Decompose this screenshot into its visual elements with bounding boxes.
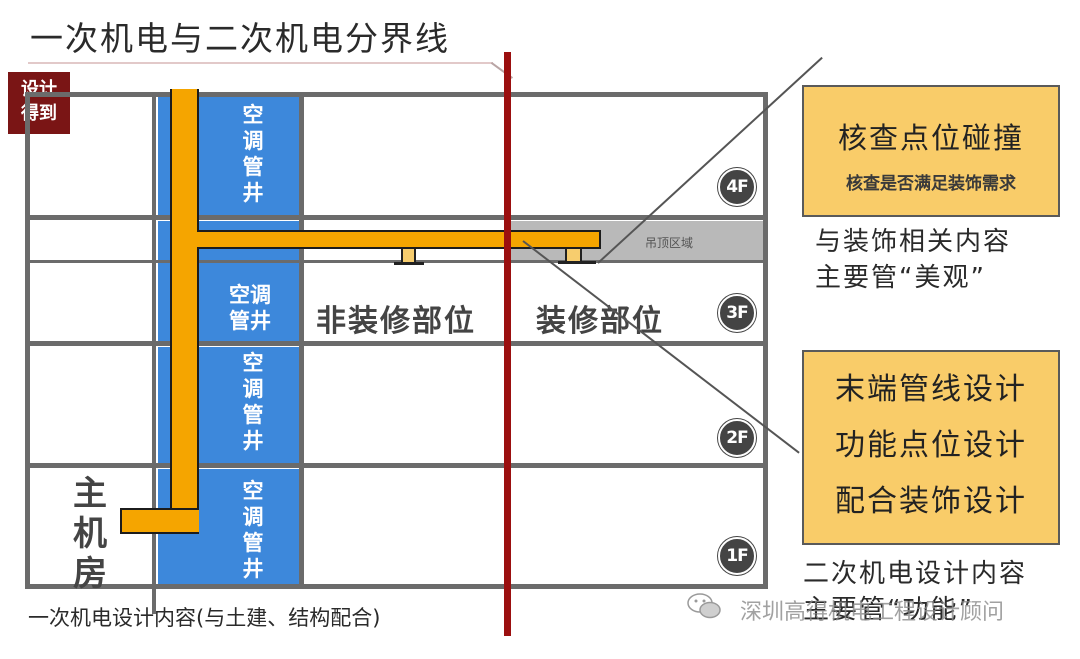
callout-top-subtitle: 核查是否满足装饰需求 — [846, 174, 1016, 194]
shaft-label-4f: 空 调 管 井 — [242, 103, 264, 205]
badge-line-2: 得到 — [21, 103, 57, 124]
boundary-line — [504, 52, 511, 636]
floor-line-2f-bottom — [25, 463, 768, 468]
floor-badge-1f: 1F — [718, 537, 756, 575]
ceiling-line — [25, 260, 768, 263]
callout-top-title: 核查点位碰撞 — [837, 121, 1024, 155]
callout-line-1: 末端管线设计 — [835, 372, 1027, 407]
shaft-label-2f: 空 调 管 井 — [242, 351, 264, 453]
shaft-label-1f: 空 调 管 井 — [242, 479, 264, 581]
diagram-title: 一次机电与二次机电分界线 — [30, 19, 450, 58]
decoration-note: 与装饰相关内容 主要管“美观” — [815, 227, 1012, 293]
title-underline — [28, 62, 493, 64]
non-decoration-zone-label: 非装修部位 — [316, 304, 476, 339]
duct-hanger-right-base — [558, 261, 596, 264]
pipe-joint-fill — [172, 510, 197, 532]
floor-badge-2f: 2F — [718, 419, 756, 457]
watermark-text: 深圳高得机电工程设计顾问 — [740, 600, 1005, 625]
horizontal-duct — [197, 230, 601, 249]
callout-line-3: 配合装饰设计 — [835, 484, 1027, 519]
building-frame — [25, 92, 768, 589]
column-line-shaft — [299, 92, 304, 589]
ceiling-zone-label: 吊顶区域 — [645, 236, 694, 250]
floor-line-3f-bottom — [25, 341, 768, 346]
floor-badge-4f: 4F — [718, 168, 756, 206]
secondary-design-note: 二次机电设计内容 主要管“功能” — [803, 559, 1028, 625]
floor-line-4f-bottom — [25, 215, 768, 220]
callout-line-2: 功能点位设计 — [835, 428, 1027, 463]
duct-hanger-left — [401, 249, 416, 263]
wechat-icon — [686, 592, 722, 620]
callout-check-collision: 核查点位碰撞 核查是否满足装饰需求 — [802, 85, 1060, 217]
logo-badge: 设计 得到 — [8, 72, 70, 134]
floor-badge-3f: 3F — [718, 294, 756, 332]
duct-hanger-right — [565, 249, 582, 262]
primary-design-caption: 一次机电设计内容(与土建、结构配合) — [28, 606, 381, 630]
machine-room-label: 主 机 房 — [73, 474, 107, 594]
callout-secondary-design: 末端管线设计 功能点位设计 配合装饰设计 — [802, 350, 1060, 545]
riser-pipe-vertical — [170, 89, 199, 534]
shaft-label-3f: 空调 管井 — [229, 283, 271, 333]
column-line-left — [152, 92, 156, 614]
duct-hanger-left-base — [394, 262, 424, 265]
duct-joint-fill — [194, 232, 200, 247]
